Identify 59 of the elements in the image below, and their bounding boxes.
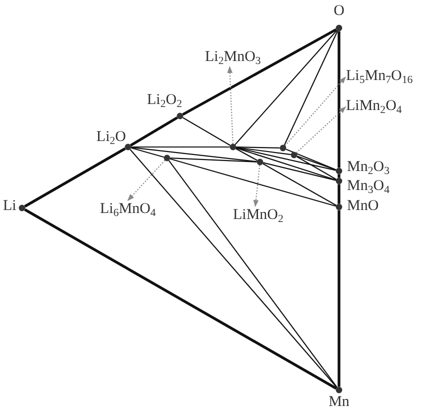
- composition-point: [256, 158, 264, 166]
- tie-line: [234, 30, 338, 145]
- phase-label: Li$_{2}$O$_{2}$: [147, 92, 182, 109]
- tie-line: [130, 116, 178, 147]
- tie-line: [338, 31, 340, 168]
- tie-line: [170, 158, 257, 162]
- tie-line: [131, 146, 230, 148]
- composition-point: [124, 144, 132, 150]
- tie-line: [24, 208, 337, 390]
- tie-line: [284, 30, 338, 146]
- tie-line: [182, 28, 337, 116]
- compound-label: Li$_{5}$Mn$_{7}$O$_{16}$: [346, 68, 413, 85]
- tie-line: [286, 148, 336, 170]
- composition-point: [336, 386, 342, 394]
- tie-line: [262, 163, 336, 206]
- tie-line: [24, 147, 126, 208]
- composition-point: [336, 168, 342, 174]
- tie-line: [168, 160, 338, 388]
- tie-line: [338, 210, 340, 387]
- leader-arrow: [127, 160, 166, 202]
- tie-line: [182, 117, 230, 146]
- compound-label: LiMn$_{2}$O$_{4}$: [346, 98, 402, 115]
- tie-line: [170, 158, 336, 207]
- tie-line: [236, 147, 336, 181]
- tie-line: [236, 146, 291, 156]
- phase-label: Mn$_{2}$O$_{3}$: [347, 159, 390, 176]
- phase-label: Mn$_{3}$O$_{4}$: [347, 178, 390, 195]
- tie-line: [131, 146, 257, 162]
- tie-line: [236, 146, 280, 148]
- phase-label: O: [334, 3, 344, 20]
- compound-label: Li$_{2}$MnO$_{3}$: [205, 49, 261, 66]
- phase-label: Li$_{2}$O: [96, 129, 126, 146]
- tie-line: [130, 147, 164, 158]
- composition-point: [336, 178, 342, 184]
- tie-line: [296, 156, 336, 180]
- composition-point: [18, 204, 26, 212]
- tie-line: [236, 147, 336, 171]
- phase-label: MnO: [347, 198, 379, 215]
- tie-line: [236, 148, 258, 161]
- tie-line: [130, 149, 338, 388]
- composition-point: [176, 112, 184, 120]
- compound-label: Li$_{6}$MnO$_{4}$: [100, 201, 156, 218]
- compound-label: LiMnO$_{2}$: [233, 207, 284, 224]
- phase-label: Mn: [328, 394, 350, 411]
- leader-arrow: [253, 165, 260, 208]
- composition-point: [164, 154, 170, 162]
- leader-arrow: [227, 66, 234, 144]
- tie-line: [338, 184, 340, 204]
- tie-line: [262, 162, 336, 181]
- composition-point: [336, 204, 342, 210]
- phase-label: Li: [3, 198, 16, 215]
- composition-point: [290, 152, 298, 158]
- composition-point: [280, 144, 286, 152]
- tie-line: [296, 156, 336, 170]
- leader-arrow: [296, 106, 346, 154]
- tie-line: [338, 174, 340, 178]
- composition-point: [230, 144, 236, 150]
- leader-arrow: [284, 76, 346, 146]
- composition-point: [336, 24, 342, 32]
